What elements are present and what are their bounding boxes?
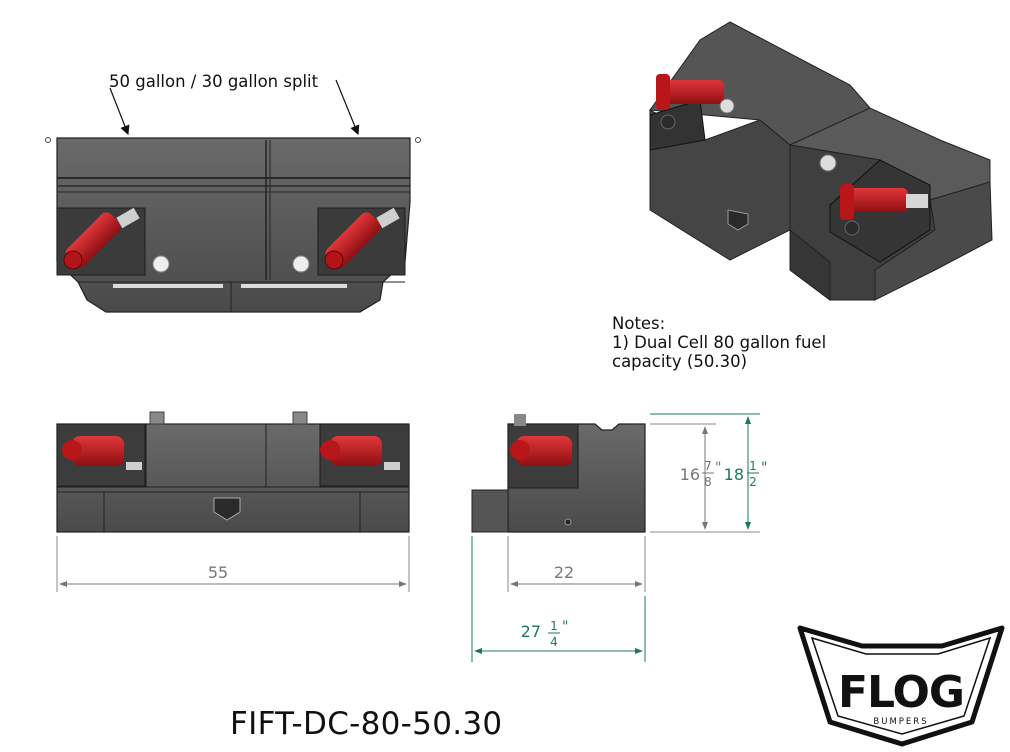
dimension-total-depth: 27 1 4 " xyxy=(471,536,646,662)
dimension-27-den: 4 xyxy=(550,635,558,649)
logo-brand: FLOG xyxy=(838,667,964,718)
dimension-18-inch: " xyxy=(761,460,767,476)
notes-heading: Notes: xyxy=(612,314,666,333)
notes-block: Notes: 1) Dual Cell 80 gallon fuel capac… xyxy=(612,314,826,371)
top-view xyxy=(45,137,421,313)
isometric-view xyxy=(649,21,993,301)
dimension-16-whole: 16 xyxy=(680,465,700,484)
pump-left xyxy=(63,207,140,270)
side-view xyxy=(471,414,646,533)
dimension-16-inch: " xyxy=(715,460,721,476)
dimension-27-inch: " xyxy=(562,619,568,635)
dimension-18-num: 1 xyxy=(749,459,757,473)
pump-iso-left xyxy=(656,74,735,130)
pump-side xyxy=(510,414,572,466)
dimension-22: 22 xyxy=(554,563,574,582)
dimension-16-num: 7 xyxy=(704,459,712,473)
dimension-16-den: 8 xyxy=(704,475,712,489)
pump-front-right xyxy=(320,436,400,470)
dimension-55: 55 xyxy=(208,563,228,582)
split-arrow-left xyxy=(109,87,130,136)
split-label: 50 gallon / 30 gallon split xyxy=(109,72,319,91)
dimension-27-num: 1 xyxy=(550,619,558,633)
dimension-27-whole: 27 xyxy=(521,622,541,641)
part-number: FIFT-DC-80-50.30 xyxy=(230,706,503,742)
logo-sub: BUMPERS xyxy=(873,717,928,727)
dimension-overall-height: 18 1 2 " xyxy=(650,413,767,530)
dimension-18-whole: 18 xyxy=(724,465,744,484)
dimension-tank-depth: 22 xyxy=(507,536,646,592)
dimension-body-height: 16 7 8 " xyxy=(650,423,760,533)
split-arrow-right xyxy=(335,79,360,136)
brand-logo: FLOG BUMPERS xyxy=(797,625,1005,747)
dimension-18-den: 2 xyxy=(749,475,757,489)
dimension-overall-width: 55 xyxy=(56,536,410,592)
notes-line-1: 1) Dual Cell 80 gallon fuel xyxy=(612,333,827,352)
pump-right xyxy=(324,207,400,270)
pump-iso-right xyxy=(819,154,928,236)
notes-line-2: capacity (50.30) xyxy=(612,352,748,371)
pump-front-left xyxy=(62,436,142,470)
front-view xyxy=(56,411,410,533)
